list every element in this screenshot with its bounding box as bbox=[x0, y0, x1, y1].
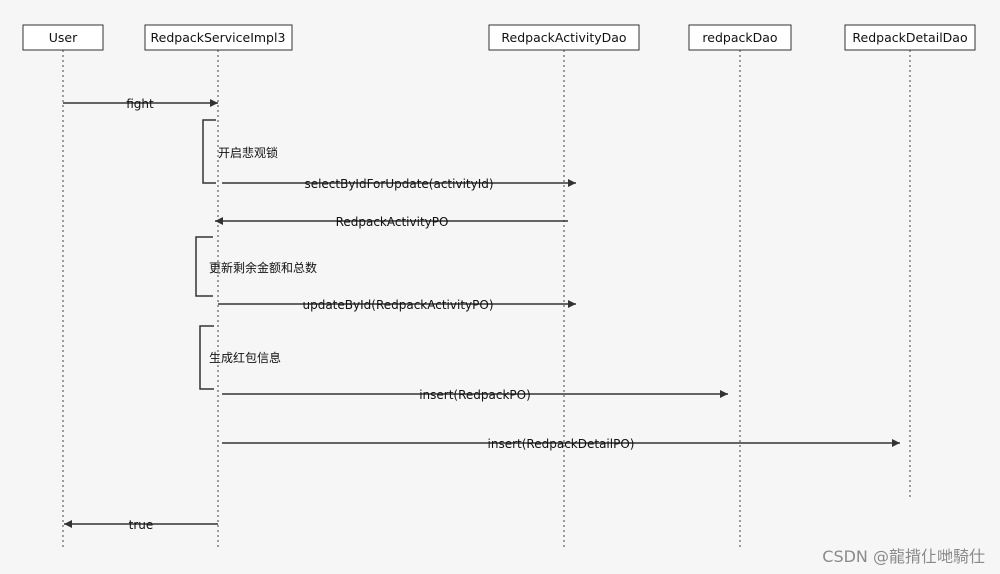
message-select-for-update: selectByIdForUpdate(activityId) bbox=[222, 177, 576, 191]
note-update-balance: 更新剩余金额和总数 bbox=[195, 236, 317, 297]
note-update-balance-text: 更新剩余金额和总数 bbox=[209, 260, 317, 275]
participant-redpack-dao: redpackDao bbox=[688, 24, 792, 51]
message-return-true-label: true bbox=[129, 518, 154, 532]
participant-activity-dao-label: RedpackActivityDao bbox=[501, 30, 626, 45]
note-pessimistic-lock-text: 开启悲观锁 bbox=[218, 145, 278, 160]
message-update-by-id: updateById(RedpackActivityPO) bbox=[218, 298, 576, 312]
message-select-for-update-label: selectByIdForUpdate(activityId) bbox=[304, 177, 493, 191]
message-return-activity-po-label: RedpackActivityPO bbox=[336, 215, 449, 229]
message-insert-detail-label: insert(RedpackDetailPO) bbox=[488, 437, 635, 451]
participant-service-label: RedpackServiceImpl3 bbox=[151, 30, 286, 45]
message-fight-label: fight bbox=[126, 97, 154, 111]
participant-detail-dao-label: RedpackDetailDao bbox=[852, 30, 967, 45]
watermark: CSDN @龍揹仩哋騎仕 bbox=[822, 547, 985, 566]
message-insert-redpack-label: insert(RedpackPO) bbox=[419, 388, 531, 402]
message-fight: fight bbox=[63, 97, 218, 111]
participant-user-label: User bbox=[49, 30, 78, 45]
note-pessimistic-lock: 开启悲观锁 bbox=[202, 119, 278, 184]
participant-user: User bbox=[22, 24, 104, 51]
message-insert-detail: insert(RedpackDetailPO) bbox=[222, 437, 900, 451]
message-insert-redpack: insert(RedpackPO) bbox=[222, 388, 728, 402]
note-generate-redpack-text: 生成红包信息 bbox=[209, 350, 281, 365]
message-return-activity-po: RedpackActivityPO bbox=[215, 215, 568, 229]
message-return-true: true bbox=[64, 518, 218, 532]
message-update-by-id-label: updateById(RedpackActivityPO) bbox=[302, 298, 493, 312]
participant-activity-dao: RedpackActivityDao bbox=[488, 24, 640, 51]
participant-service: RedpackServiceImpl3 bbox=[144, 24, 293, 51]
participant-redpack-dao-label: redpackDao bbox=[702, 30, 777, 45]
participant-detail-dao: RedpackDetailDao bbox=[844, 24, 976, 51]
note-generate-redpack: 生成红包信息 bbox=[199, 325, 281, 390]
